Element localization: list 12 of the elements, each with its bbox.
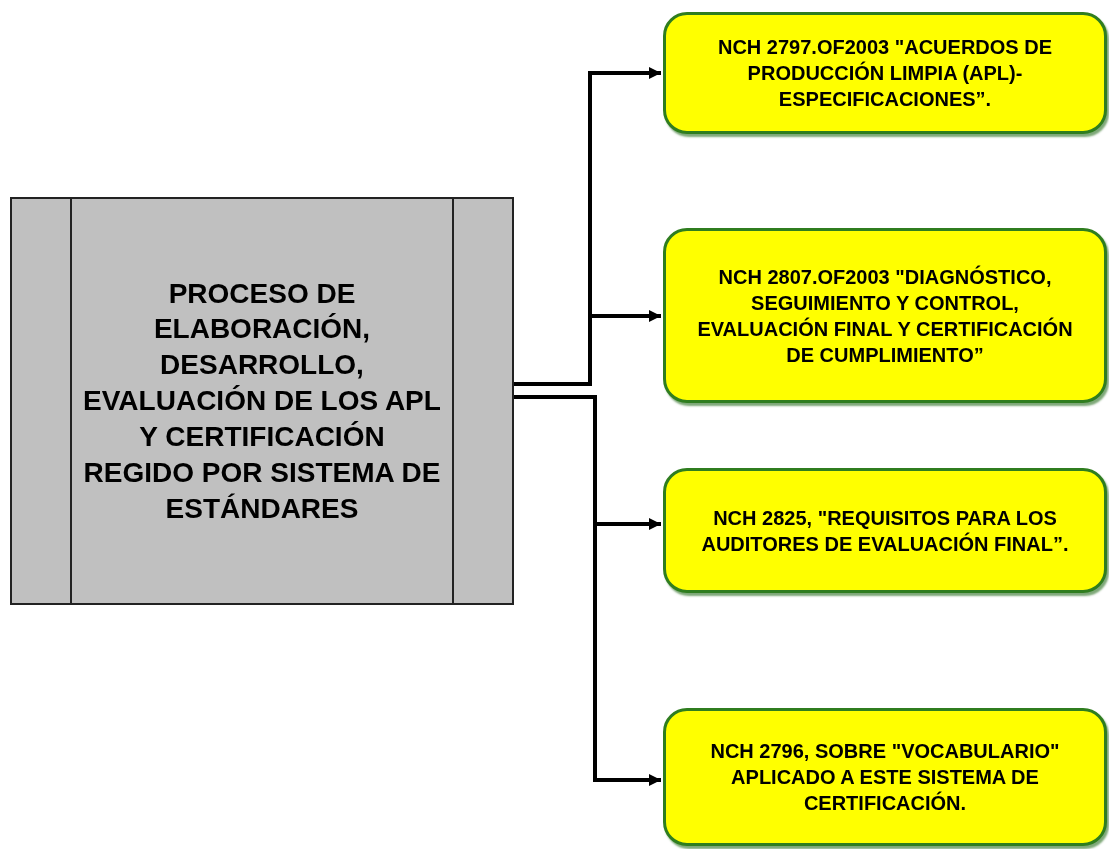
standard-box [663,12,1107,134]
node-text: NCH 2797.OF2003 "ACUERDOS DE PRODUCCIÓN LIMPIA (APL)-ESPECIFICACIONES”. [716,35,1053,112]
node-text: NCH 2825, "REQUISITOS PARA LOS AUDITORES DE EVALUACIÓN FINAL”. [700,505,1070,557]
node-text: NCH 2807.OF2003 "DIAGNÓSTICO, SEGUIMIENTO Y CONTROL, EVALUACIÓN FINAL Y CERTIFICACIÓN DE CUMPLIMIENTO” [696,264,1074,368]
node-text: NCH 2796, SOBRE "VOCABULARIO" APLICADO A ESTE SISTEMA DE CERTIFICACIÓN. [709,739,1061,816]
connector-arrow [514,395,661,786]
standard-box [663,468,1107,593]
process-box [10,197,514,605]
node-text: PROCESO DE ELABORACIÓN, DESARROLLO, EVALUACIÓN DE LOS APL Y CERTIFICACIÓN REGIDO POR SISTEMA DE ESTÁNDARES [82,276,442,526]
standard-box [663,228,1107,403]
standard-box [663,708,1107,846]
connector-arrow [514,310,661,386]
